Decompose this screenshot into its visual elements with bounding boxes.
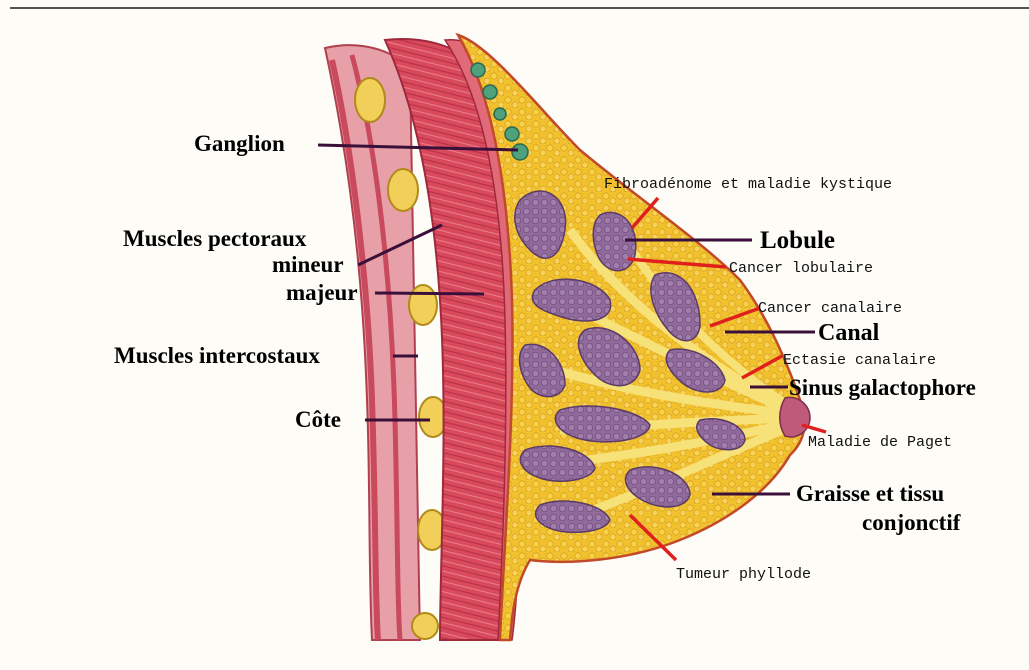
- label-muscles-intercostaux: Muscles intercostaux: [114, 343, 320, 368]
- rib-2: [388, 169, 418, 211]
- label-conjonctif: conjonctif: [862, 510, 961, 535]
- rib-3: [409, 285, 437, 325]
- label-mineur: mineur: [272, 252, 344, 277]
- label-ganglion: Ganglion: [194, 131, 285, 156]
- nipple: [780, 397, 810, 436]
- label-cancer-lobulaire: Cancer lobulaire: [729, 260, 873, 277]
- label-maladie-paget: Maladie de Paget: [808, 434, 952, 451]
- label-sinus-galactophore: Sinus galactophore: [789, 375, 976, 400]
- label-canal: Canal: [818, 320, 880, 346]
- label-ectasie-canalaire: Ectasie canalaire: [783, 352, 936, 369]
- label-cote: Côte: [295, 407, 341, 432]
- label-fibroadenome: Fibroadénome et maladie kystique: [604, 176, 892, 193]
- label-tumeur-phyllode: Tumeur phyllode: [676, 566, 811, 583]
- label-muscles-pectoraux: Muscles pectoraux: [123, 226, 307, 251]
- rib-1: [355, 78, 385, 122]
- label-majeur: majeur: [286, 280, 358, 305]
- label-cancer-canalaire: Cancer canalaire: [758, 300, 902, 317]
- label-graisse-tissu: Graisse et tissu: [796, 481, 944, 506]
- rib-6: [412, 613, 438, 639]
- label-lobule: Lobule: [760, 227, 835, 254]
